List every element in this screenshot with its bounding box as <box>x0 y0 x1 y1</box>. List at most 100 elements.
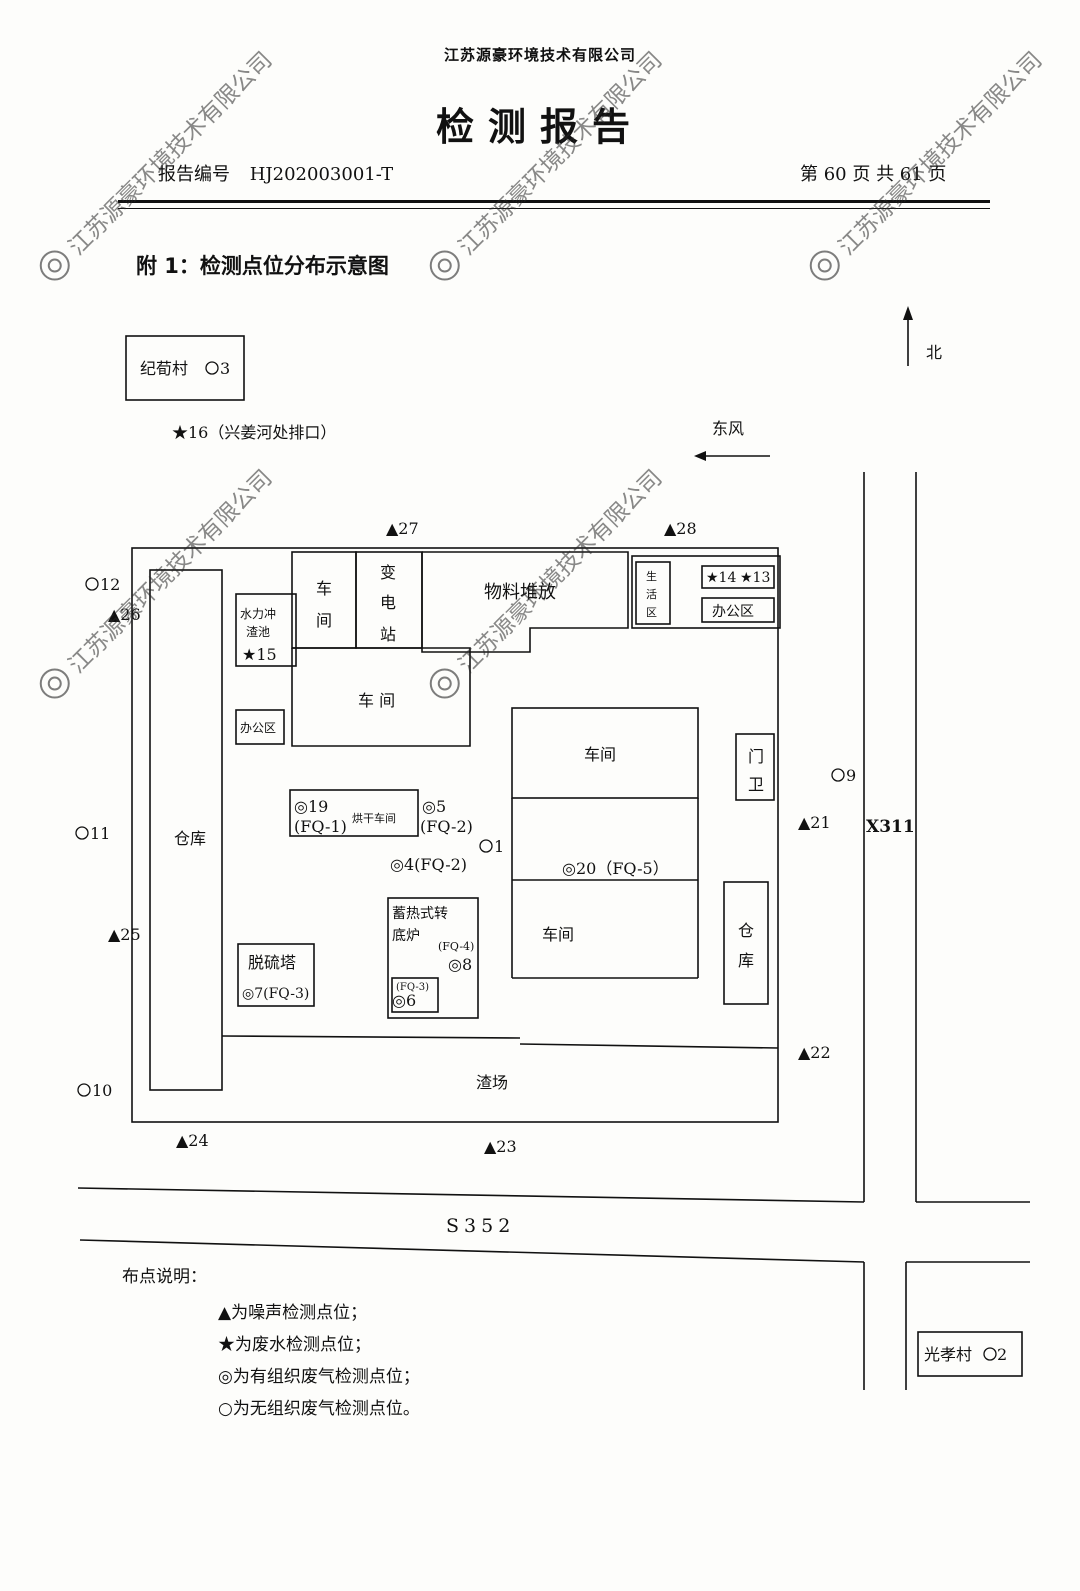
point-1-icon <box>479 839 493 853</box>
water-pool-label-2: 渣池 <box>246 625 270 639</box>
workshop-e2-label: 车间 <box>542 925 574 944</box>
point-10: 10 <box>92 1081 112 1100</box>
point-9-icon <box>831 768 845 782</box>
furnace-label-1: 蓄热式转 <box>392 906 448 922</box>
point-25: ▲25 <box>108 925 141 944</box>
point-16-note: ★16（兴姜河处排口） <box>172 423 336 442</box>
factory-boundary <box>131 547 779 1123</box>
warehouse-right <box>723 881 769 1005</box>
slag-label: 渣场 <box>476 1073 508 1092</box>
office-w-label: 办公区 <box>240 720 276 735</box>
point-15: ★15 <box>242 645 277 664</box>
point-5-fq: (FQ-2) <box>420 817 473 836</box>
point-10-icon <box>77 1083 91 1097</box>
legend-item-organized-gas: ◎为有组织废气检测点位； <box>218 1367 420 1387</box>
workshop-mid <box>291 647 471 747</box>
workshop-mid-label: 车 间 <box>358 691 395 710</box>
point-6-fq: (FQ-3) <box>396 982 429 993</box>
point-11: 11 <box>90 824 110 843</box>
point-19-fq: (FQ-1) <box>294 817 347 836</box>
point-27: ▲27 <box>386 519 419 538</box>
village-ji-label: 纪荀村 <box>140 359 188 378</box>
point-3-icon <box>205 361 219 375</box>
point-28: ▲28 <box>664 519 697 538</box>
road-s352-label: S352 <box>446 1215 515 1237</box>
water-pool <box>235 593 297 667</box>
point-22: ▲22 <box>798 1043 831 1062</box>
furnace-label-2: 底炉 <box>392 928 420 944</box>
guard-label-2: 卫 <box>748 775 764 794</box>
section-heading: 附 1：检测点位分布示意图 <box>136 254 389 278</box>
workshop-a-label-1: 车 <box>316 579 332 598</box>
substation-label-2: 电 <box>380 593 396 612</box>
village-guang-label: 光孝村 <box>924 1345 972 1364</box>
legend-item-fugitive-gas: ○为无组织废气检测点位。 <box>218 1399 420 1419</box>
point-11-icon <box>75 826 89 840</box>
living-label-2: 活 <box>646 588 657 601</box>
furnace <box>387 897 479 1019</box>
company-name: 江苏源豪环境技术有限公司 <box>443 46 636 64</box>
header-rule-thin <box>118 208 990 209</box>
desulf-label: 脱硫塔 <box>248 953 296 972</box>
legend-item-noise: ▲为噪声检测点位； <box>218 1303 368 1323</box>
legend-item-wastewater: ★为废水检测点位； <box>218 1335 371 1355</box>
warehouse-right-label-2: 库 <box>738 951 754 970</box>
living-area <box>631 555 781 629</box>
point-12-icon <box>85 577 99 591</box>
report-number: 报告编号 HJ202003001-T <box>158 160 393 186</box>
workshop-a-label-2: 间 <box>316 611 332 630</box>
point-7: ◎7(FQ-3) <box>242 986 309 1002</box>
guard-label-1: 门 <box>748 747 764 766</box>
warehouse-left-label: 仓库 <box>174 829 206 848</box>
road-s352-south-edge <box>79 1239 865 1263</box>
water-pool-label-1: 水力冲 <box>240 606 276 621</box>
drying-workshop <box>289 789 419 837</box>
header-rule <box>118 200 990 203</box>
drying-label: 烘干车间 <box>352 811 396 825</box>
living-label-3: 区 <box>646 606 657 619</box>
office-ne-points-box <box>701 565 775 589</box>
point-5: ◎5 <box>422 797 446 816</box>
workshop-a <box>291 551 357 649</box>
wind-label: 东风 <box>712 419 744 438</box>
point-24: ▲24 <box>176 1131 209 1150</box>
road-x311-label: X311 <box>866 817 915 837</box>
north-arrowhead-icon <box>903 306 913 320</box>
point-3: 3 <box>220 359 230 378</box>
point-20: ◎20（FQ-5） <box>562 859 669 878</box>
workshop-e1 <box>511 707 699 799</box>
warehouse-left <box>149 569 223 1091</box>
point-8-fq: (FQ-4) <box>438 940 474 953</box>
material-yard <box>421 551 629 653</box>
road-s352-north-edge <box>77 1187 865 1203</box>
substation-label-1: 变 <box>380 563 396 582</box>
point-2: 2 <box>997 1345 1007 1364</box>
point-14: ★14 <box>706 570 736 586</box>
point-1: 1 <box>494 837 504 856</box>
desulf-tower <box>237 943 315 1007</box>
report-number-label: 报告编号 <box>158 164 230 185</box>
wind-arrowhead-icon <box>694 451 706 461</box>
point-23: ▲23 <box>484 1137 517 1156</box>
substation-label-3: 站 <box>380 625 396 644</box>
page-info: 第 60 页 共 61 页 <box>800 164 947 185</box>
point-6: ◎6 <box>392 991 416 1010</box>
legend-title: 布点说明： <box>122 1267 207 1287</box>
report-number-value: HJ202003001-T <box>249 164 394 185</box>
report-title: 检测报告 <box>435 105 644 149</box>
point-8: ◎8 <box>448 955 472 974</box>
village-ji-box <box>125 335 245 401</box>
workshop-e1-label: 车间 <box>584 745 616 764</box>
point-2-icon <box>983 1347 997 1361</box>
village-guang-box <box>917 1331 1023 1377</box>
guard-house <box>735 733 775 801</box>
office-w <box>235 709 285 745</box>
point-12: 12 <box>100 575 120 594</box>
point-21: ▲21 <box>798 813 831 832</box>
point-9: 9 <box>846 766 856 785</box>
living-area-box <box>635 561 671 625</box>
material-label: 物料堆放 <box>484 582 556 603</box>
living-label-1: 生 <box>646 569 657 583</box>
north-label: 北 <box>926 343 942 362</box>
